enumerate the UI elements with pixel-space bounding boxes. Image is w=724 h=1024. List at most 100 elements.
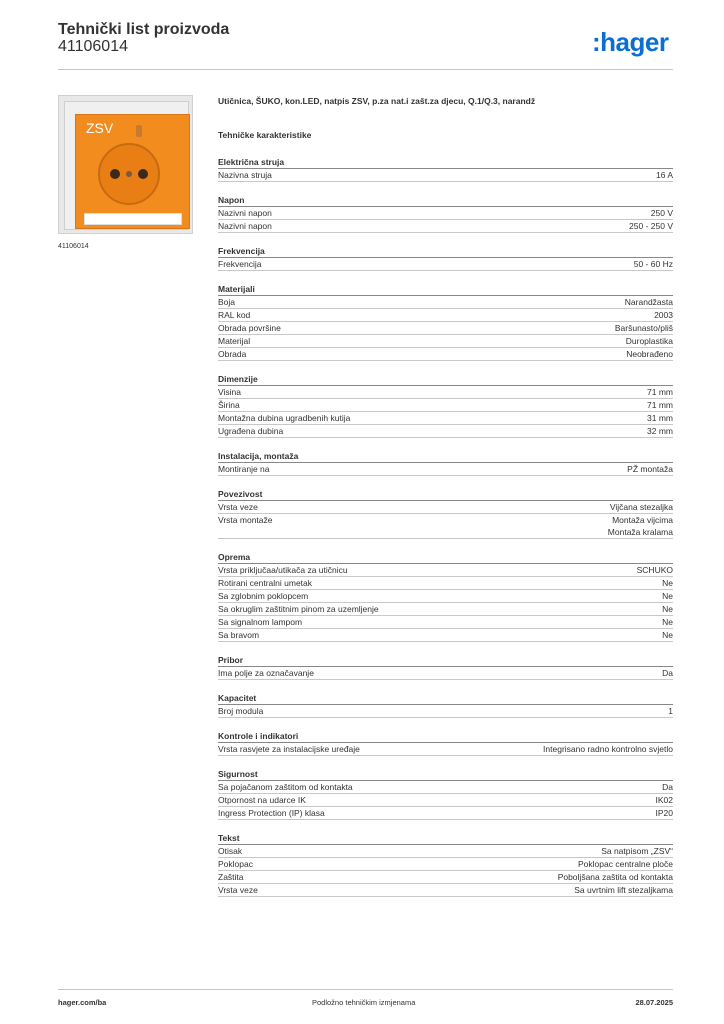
section-title: Kapacitet (218, 692, 673, 705)
section-title: Materijali (218, 283, 673, 296)
spec-value: Da (662, 782, 673, 792)
header-divider (58, 69, 673, 70)
spec-label: Vrsta montaže (218, 515, 273, 525)
spec-label: Poklopac (218, 859, 253, 869)
spec-value: Montaža vijcima Montaža kralama (607, 515, 673, 537)
section-title: Tekst (218, 832, 673, 845)
footer-date: 28.07.2025 (635, 998, 673, 1007)
image-caption: 41106014 (58, 243, 89, 250)
spec-value: 71 mm (647, 387, 673, 397)
socket-plate: ZSV (75, 114, 190, 229)
spec-value: Vijčana stezaljka (609, 502, 673, 512)
spec-label: Sa zglobnim poklopcem (218, 591, 309, 601)
socket-hole-right (138, 169, 148, 179)
spec-label: Zaštita (218, 872, 244, 882)
spec-label: Sa okruglim zaštitnim pinom za uzemljenj… (218, 604, 379, 614)
spec-value: 32 mm (647, 426, 673, 436)
spec-label: Sa signalnom lampom (218, 617, 303, 627)
spec-value: Baršunasto/pliš (614, 323, 673, 333)
label-field (84, 213, 182, 225)
socket-center (126, 171, 132, 177)
spec-label: Montiranje na (218, 464, 270, 474)
zsv-imprint: ZSV (86, 120, 114, 136)
spec-value: 71 mm (647, 400, 673, 410)
spec-row: Zaštita Poboljšana zaštita od kontakta (218, 871, 673, 884)
section-title: Povezivost (218, 488, 673, 501)
spec-row: Sa signalnom lampom Ne (218, 616, 673, 629)
spec-row: RAL kod 2003 (218, 309, 673, 322)
section-title: Dimenzije (218, 373, 673, 386)
section-title: Električna struja (218, 156, 673, 169)
spec-label: RAL kod (218, 310, 251, 320)
spec-label: Rotirani centralni umetak (218, 578, 313, 588)
spec-label: Nazivni napon (218, 208, 272, 218)
spec-value: Duroplastika (625, 336, 673, 346)
spec-label: Ugrađena dubina (218, 426, 284, 436)
spec-value: IP20 (655, 808, 674, 818)
section-title: Kontrole i indikatori (218, 730, 673, 743)
spec-label: Vrsta priključaa/utikača za utičnicu (218, 565, 348, 575)
spec-value: Ne (662, 604, 673, 614)
section-title: Instalacija, montaža (218, 450, 673, 463)
spec-row: Vrsta montaže Montaža vijcima Montaža kra… (218, 514, 673, 539)
product-image: ZSV (58, 95, 193, 234)
spec-value: Sa natpisom „ZSV“ (601, 846, 673, 856)
spec-label: Visina (218, 387, 241, 397)
spec-value: Ne (662, 617, 673, 627)
footer-website[interactable]: hager.com/ba (58, 998, 107, 1007)
spec-label: Nazivna struja (218, 170, 272, 180)
schuko-socket (98, 143, 160, 205)
spec-value: Neobrađeno (626, 349, 673, 359)
led-indicator (136, 125, 142, 137)
tech-heading: Tehničke karakteristike (218, 130, 312, 140)
spec-label: Širina (218, 400, 240, 410)
hager-logo: :hager (592, 27, 669, 57)
spec-row: Sa pojačanom zaštitom od kontakta Da (218, 781, 673, 794)
spec-value: Poboljšana zaštita od kontakta (557, 872, 673, 882)
spec-row: Širina 71 mm (218, 399, 673, 412)
spec-label: Otpornost na udarce IK (218, 795, 306, 805)
spec-value: Narandžasta (624, 297, 673, 307)
spec-label: Ingress Protection (IP) klasa (218, 808, 325, 818)
section-title: Oprema (218, 551, 673, 564)
spec-value: 2003 (654, 310, 673, 320)
spec-label: Boja (218, 297, 236, 307)
spec-value: PŽ montaža (627, 464, 673, 474)
spec-row: Ugrađena dubina 32 mm (218, 425, 673, 438)
spec-value: 50 - 60 Hz (633, 259, 673, 269)
product-code: 41106014 (58, 38, 128, 55)
spec-label: Nazivni napon (218, 221, 272, 231)
spec-label: Vrsta rasvjete za instalacijske uređaje (218, 744, 360, 754)
spec-value: Sa uvrtnim lift stezaljkama (574, 885, 673, 895)
spec-row: Montiranje na PŽ montaža (218, 463, 673, 476)
spec-value: Ne (662, 591, 673, 601)
section-title: Napon (218, 194, 673, 207)
spec-row: Visina 71 mm (218, 386, 673, 399)
socket-frame: ZSV (64, 101, 190, 230)
footer-divider (58, 989, 673, 990)
spec-label: Sa pojačanom zaštitom od kontakta (218, 782, 353, 792)
spec-label: Ima polje za označavanje (218, 668, 314, 678)
